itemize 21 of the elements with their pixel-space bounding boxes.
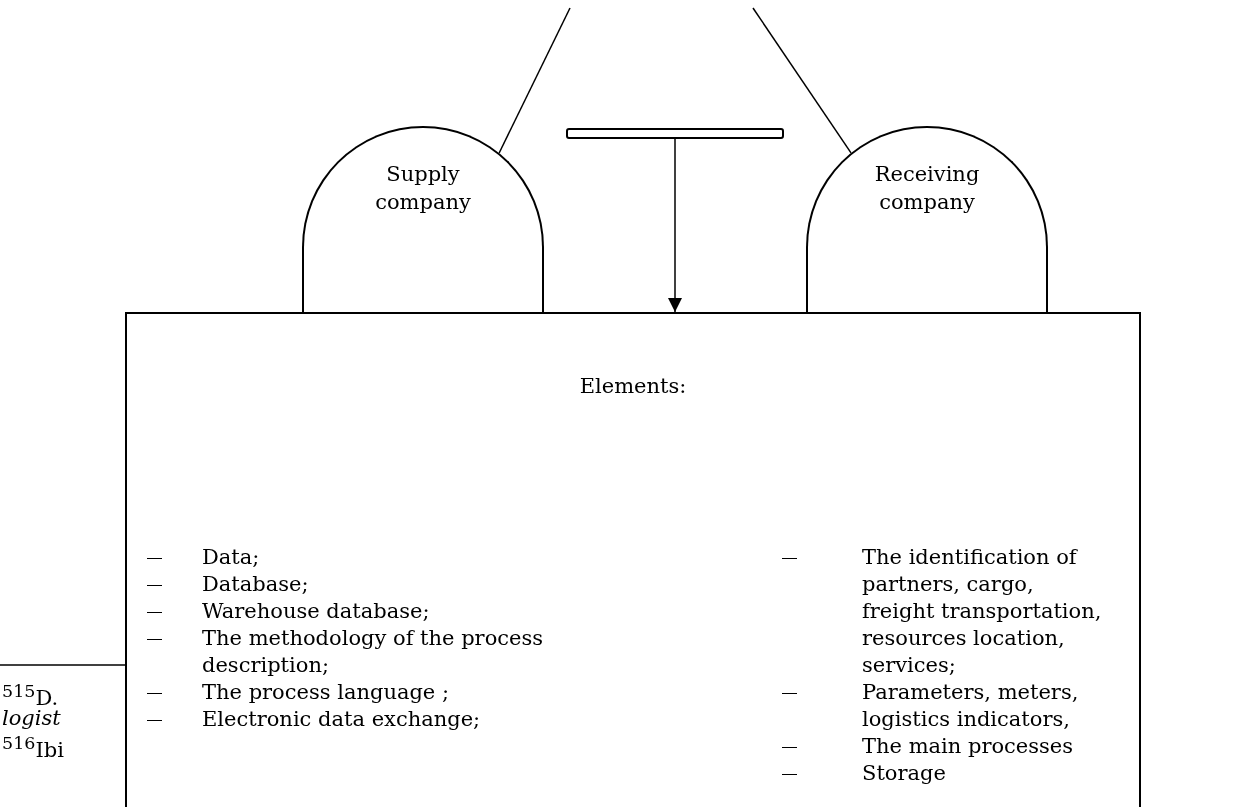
node-label: Supply company <box>374 161 472 216</box>
list-item: The identification of partners, cargo, freight transportation, resources location, services; <box>862 544 1103 679</box>
list-item: Storage <box>862 760 947 787</box>
list-item: The main processes <box>862 733 1075 760</box>
connector-line <box>752 7 852 154</box>
footnote-text: $^{516}$Ibi <box>2 732 64 763</box>
list-item: Warehouse database; <box>202 598 431 625</box>
list-item: Database; <box>202 571 310 598</box>
list-item: Data; <box>202 544 261 571</box>
arch-shape <box>806 126 1048 314</box>
heading: Elements: <box>578 374 688 398</box>
list-item: Parameters, meters, logistics indicators, <box>862 679 1080 733</box>
elements-box <box>125 312 1141 807</box>
arch-shape <box>302 126 544 314</box>
list-item: The methodology of the process description; <box>202 625 545 679</box>
bar-shape <box>566 128 784 139</box>
node-label: Receiving company <box>873 161 981 216</box>
list-item: The process language ; <box>202 679 451 706</box>
connector-line <box>498 7 571 154</box>
arrow <box>668 138 682 313</box>
list-item: Electronic data exchange; <box>202 706 482 733</box>
